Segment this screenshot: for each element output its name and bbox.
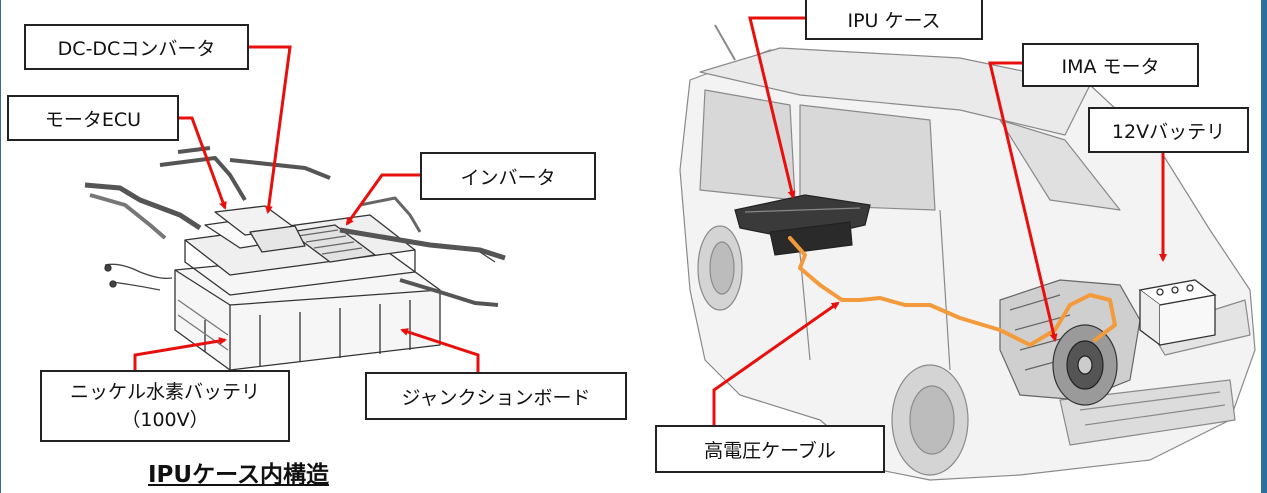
frame-right-edge [1261,0,1267,493]
leader-ima-motor [988,61,1058,342]
engine-assembly [999,279,1141,406]
leader-junction [400,328,480,374]
label-junction-board-text: ジャンクションボード [401,386,591,409]
label-motor-ecu: モータECU [7,95,179,141]
caption-ipu-internal-structure: IPUケース内構造 [148,462,329,488]
label-inverter-text: インバータ [460,166,556,189]
label-dc-dc-converter: DC-DCコンバータ [24,24,249,70]
label-nimh-battery-line1: ニッケル水素バッテリ [69,381,260,403]
label-motor-ecu-text: モータECU [44,108,142,131]
ipu-case-shape [734,194,871,256]
leader-ipu-case [748,16,807,199]
frame-left-edge [0,0,1,493]
car-illustration [679,24,1256,481]
leader-inverter [345,173,422,226]
label-nimh-battery-line2: （100V） [121,409,209,431]
label-12v-battery-text: 12Vバッテリ [1111,120,1226,143]
label-dc-dc-converter-text: DC-DCコンバータ [57,37,216,60]
label-12v-battery: 12Vバッテリ [1088,107,1249,153]
label-nimh-battery: ニッケル水素バッテリ （100V） [40,370,290,442]
battery-12v-shape [1138,279,1217,347]
label-high-voltage-cable-text: 高電圧ケーブル [704,439,836,462]
high-voltage-cable [788,236,1117,347]
label-ipu-case: IPU ケース [805,0,983,40]
label-ima-motor-text: IMA モータ [1061,55,1160,78]
leader-battery [133,337,227,370]
label-ima-motor: IMA モータ [1022,43,1199,87]
label-junction-board: ジャンクションボード [365,372,627,420]
leader-dcdc [248,45,292,214]
label-inverter: インバータ [420,152,596,200]
leader-hv-cable [712,301,840,425]
label-ipu-case-text: IPU ケース [847,9,941,32]
leader-motor-ecu [178,116,227,210]
callout-lines [133,16,1167,425]
label-high-voltage-cable: 高電圧ケーブル [655,425,885,473]
